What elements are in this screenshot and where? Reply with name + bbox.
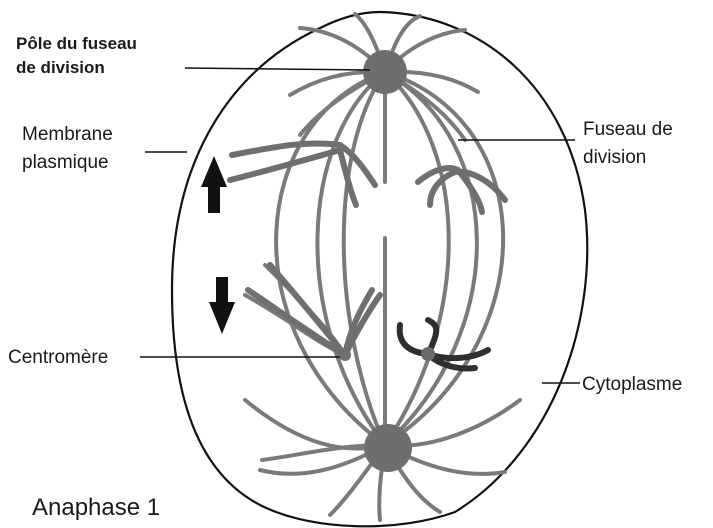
label-membrane-line1: Membrane: [22, 124, 113, 145]
spindle-pole-top: [363, 50, 407, 94]
leader-pole: [185, 68, 370, 70]
chromosomes-upper: [230, 143, 505, 212]
label-membrane-line2: plasmique: [22, 152, 109, 173]
arrow-up: [201, 156, 227, 213]
label-centromere: Centromère: [8, 347, 108, 368]
label-fuseau-line2: division: [583, 147, 646, 168]
label-pole-line2: de division: [16, 58, 105, 77]
spindle-pole-bottom: [364, 424, 412, 472]
label-fuseau-line1: Fuseau de: [583, 119, 673, 140]
centromere-dot-dark: [421, 347, 435, 361]
label-cytoplasme: Cytoplasme: [582, 374, 682, 395]
centromere-dot: [339, 349, 351, 361]
diagram-title: Anaphase 1: [32, 494, 160, 521]
leader-lines: [140, 68, 580, 383]
arrow-down: [209, 277, 235, 334]
label-pole-line1: Pôle du fuseau: [16, 34, 137, 53]
